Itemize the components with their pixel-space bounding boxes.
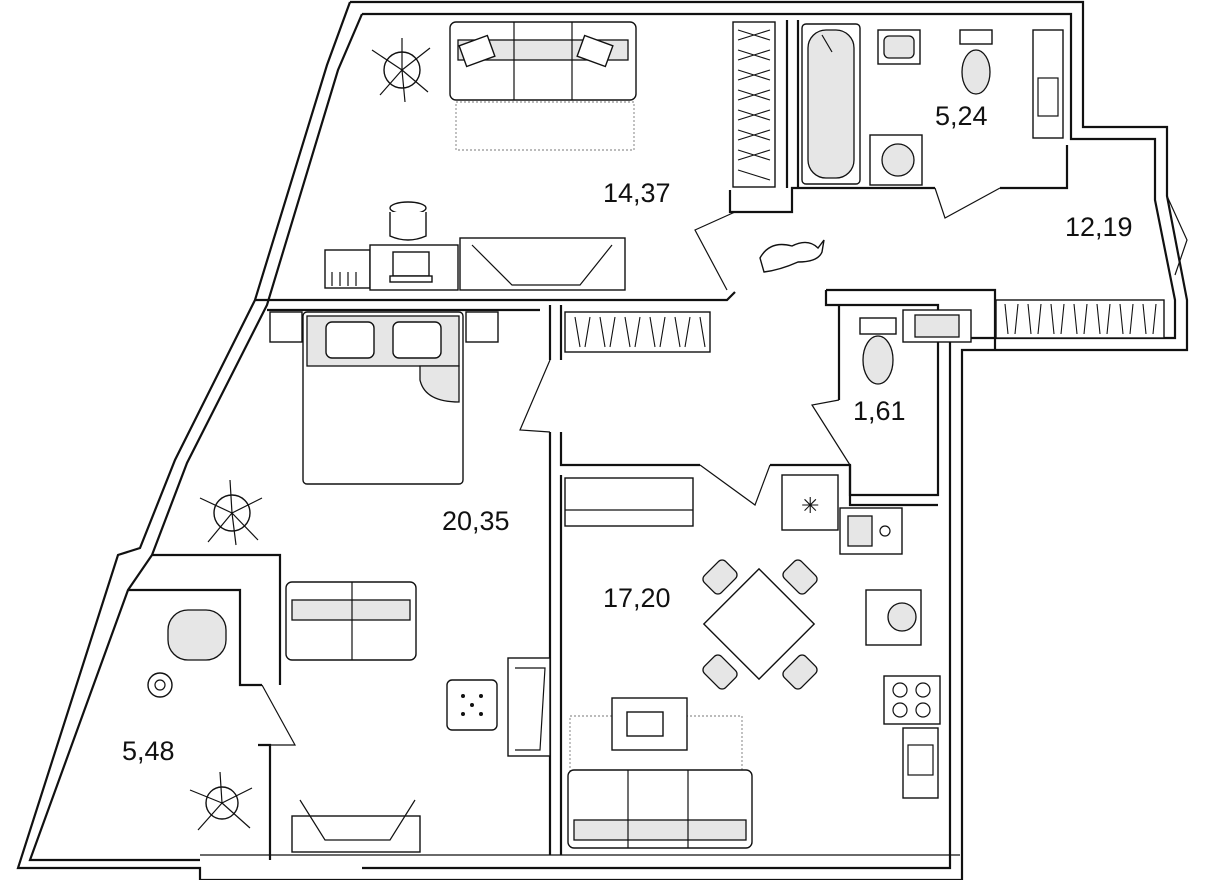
- toilet-icon: [859, 317, 897, 385]
- room-area-balcony: 5,48: [122, 736, 175, 766]
- plant-icon: [189, 771, 253, 831]
- plant-icon: [199, 479, 263, 546]
- oven: [902, 727, 939, 799]
- plant-icon: [371, 38, 431, 103]
- sofa-icon: [285, 581, 417, 661]
- outer-walls: [16, 0, 1189, 880]
- pouf: [446, 679, 498, 731]
- sofa-icon: [567, 769, 753, 849]
- kettle: [865, 589, 922, 646]
- bathtub-icon: [801, 23, 861, 185]
- room-area-kitchen: 17,20: [603, 583, 671, 613]
- tv-stand: [459, 237, 626, 291]
- room-area-bathroom: 5,24: [935, 101, 988, 131]
- bed-icon: [302, 311, 464, 485]
- room-area-hallway: 12,19: [1065, 212, 1133, 242]
- rug: [455, 101, 635, 151]
- sink-icon: [877, 29, 921, 65]
- sink-icon: [839, 507, 903, 555]
- sofa-icon: [449, 21, 637, 101]
- side-table: [147, 672, 173, 698]
- wardrobe-icon: [564, 311, 711, 353]
- svg-text:✳: ✳: [801, 493, 819, 518]
- washing-machine-icon: [869, 134, 923, 186]
- laptop-icon: [389, 251, 433, 283]
- nightstand: [465, 311, 499, 343]
- nightstand: [269, 311, 303, 343]
- wardrobe-icon: [732, 21, 776, 188]
- cooking-pot-icon: [389, 201, 427, 241]
- doors: [261, 187, 1188, 746]
- wardrobe-icon: [564, 477, 694, 527]
- laptop-icon: [611, 697, 688, 751]
- cooktop-icon: [883, 675, 941, 725]
- desk: [324, 244, 459, 291]
- tv-stand: [507, 657, 551, 757]
- dining-table-icon: [702, 559, 818, 690]
- wardrobe-icon: [995, 299, 1165, 339]
- room-area-toilet: 1,61: [853, 396, 906, 426]
- room-area-bedroom: 20,35: [442, 506, 510, 536]
- cat-icon: [759, 239, 825, 273]
- star-icon: ✳: [781, 474, 839, 531]
- shelf-icon: [1032, 29, 1064, 139]
- tv-stand: [291, 799, 421, 853]
- sink-icon: [902, 309, 972, 343]
- room-area-living: 14,37: [603, 178, 671, 208]
- interior-walls: [128, 20, 1069, 860]
- armchair-icon: [167, 609, 227, 661]
- toilet-icon: [959, 29, 993, 95]
